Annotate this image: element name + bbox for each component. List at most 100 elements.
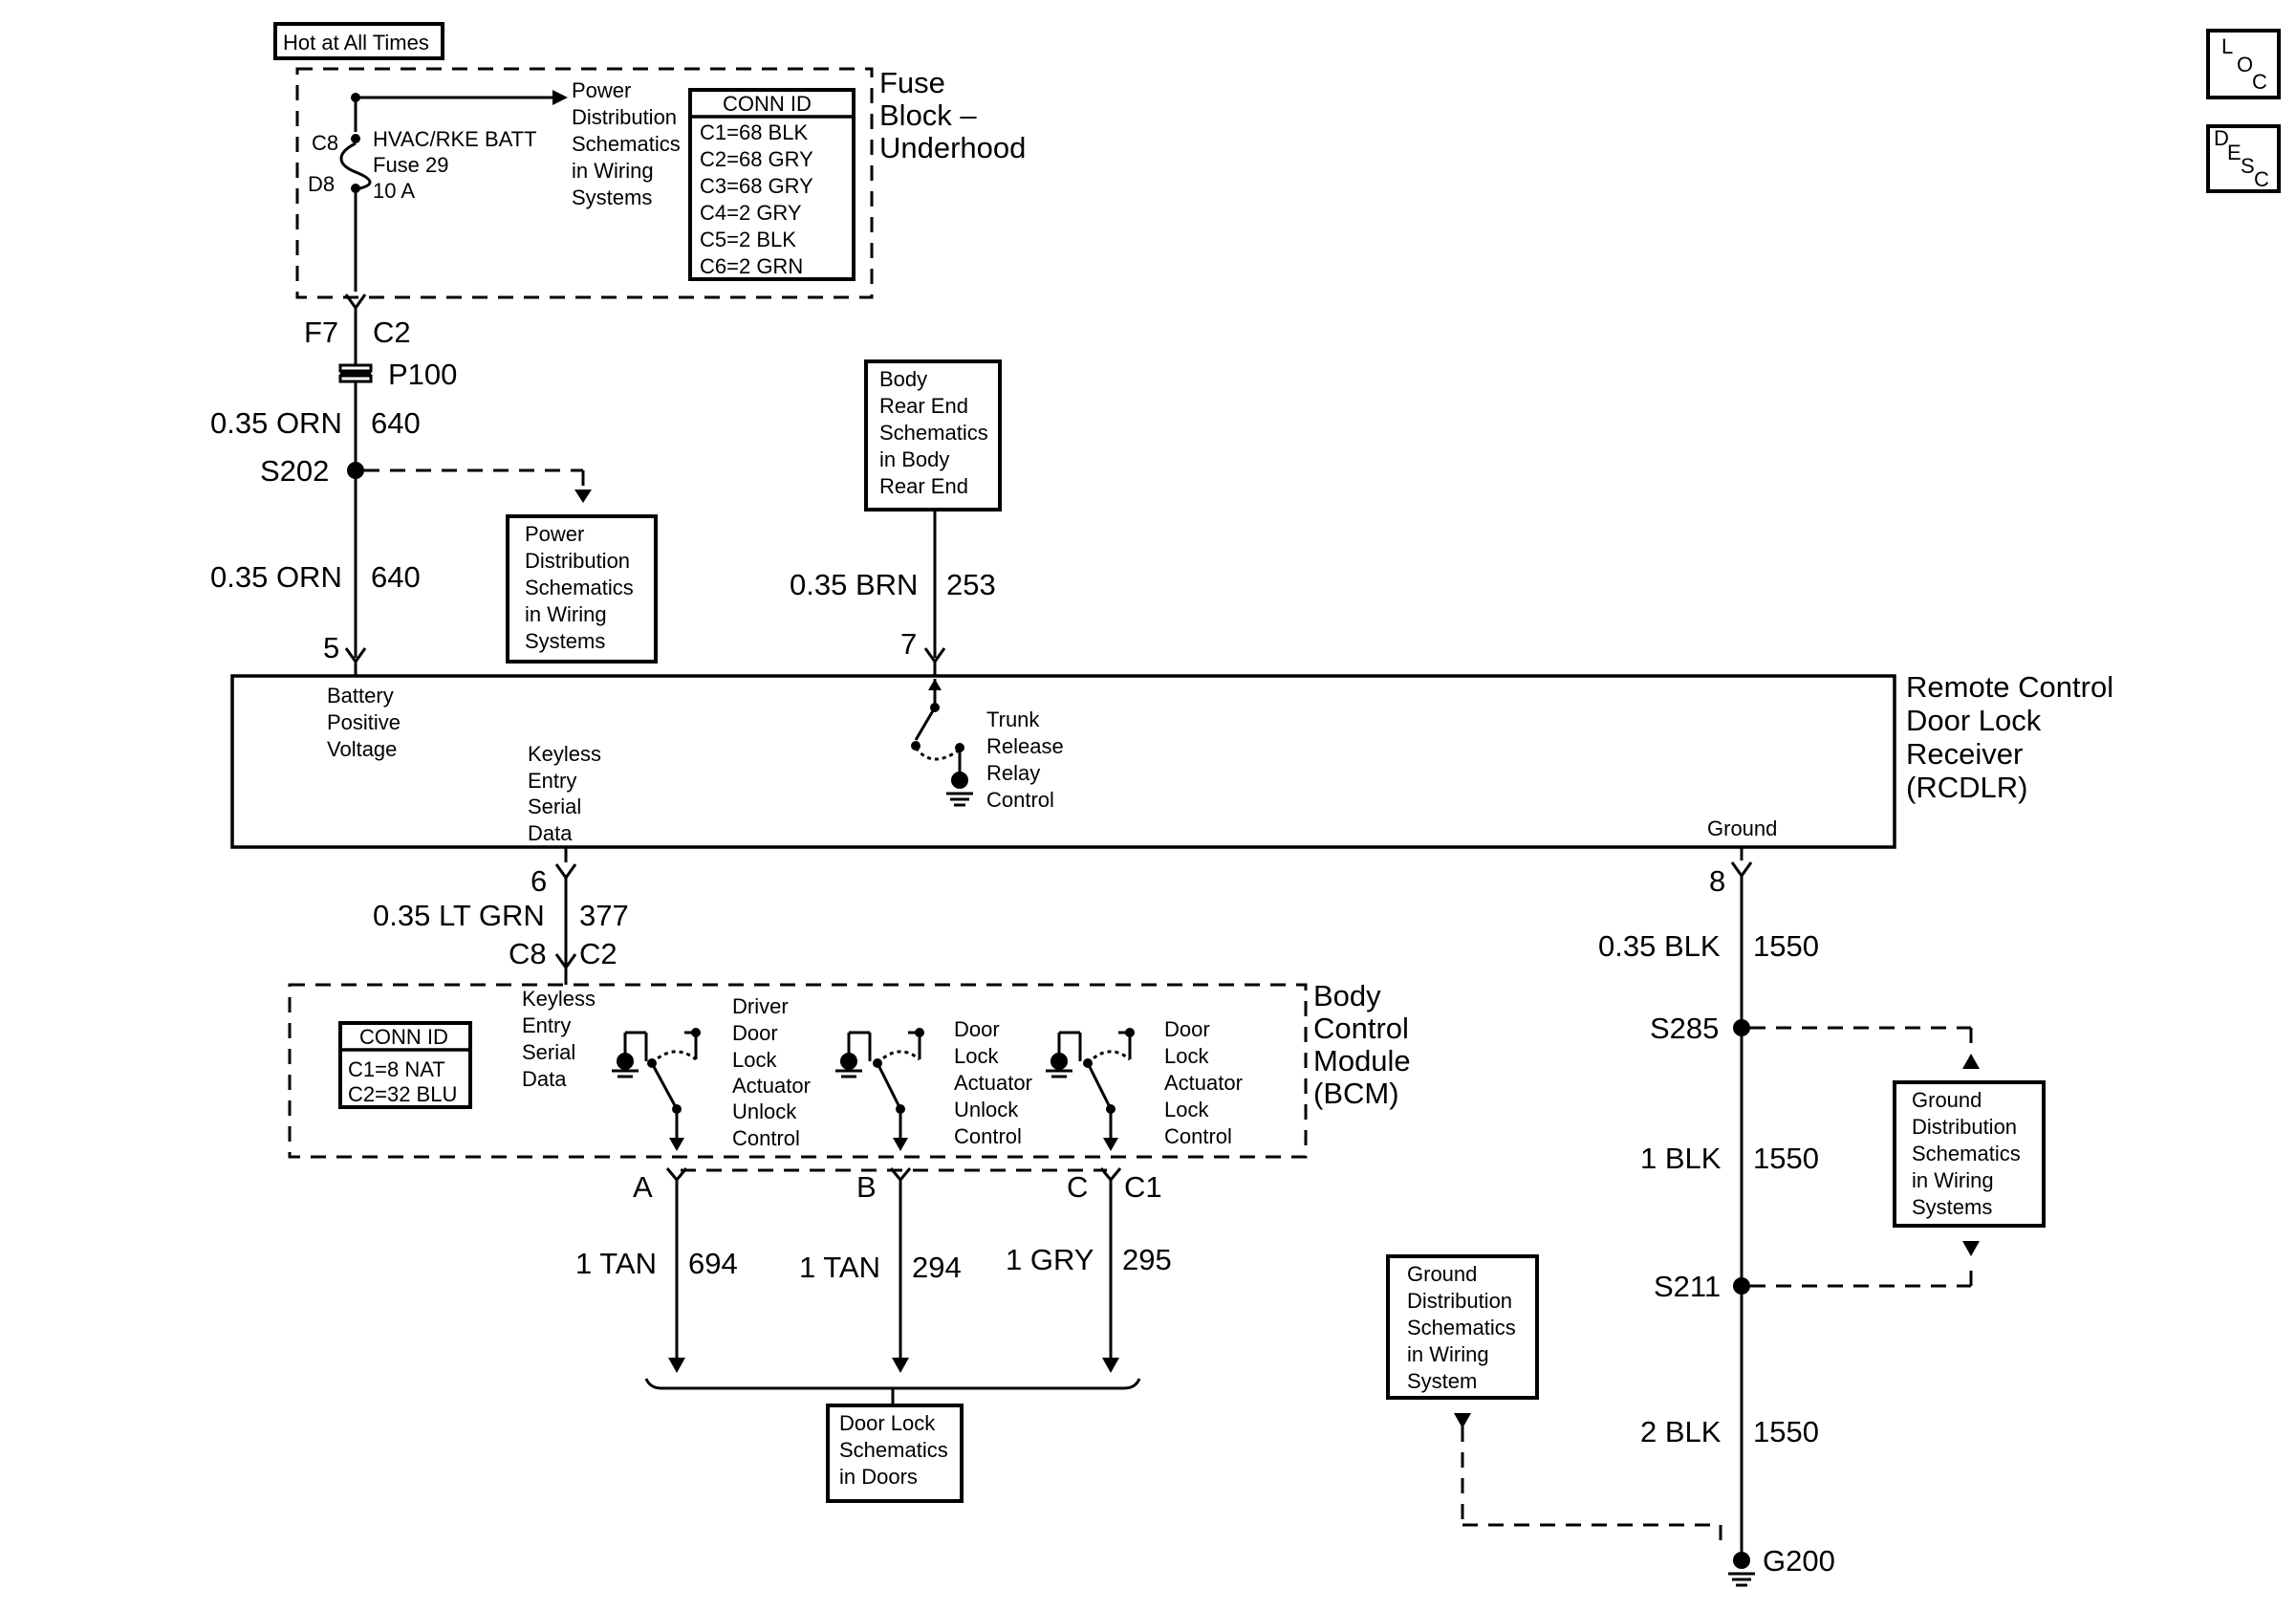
svg-text:Body: Body [879, 367, 927, 391]
svg-text:C1=8 NAT: C1=8 NAT [348, 1057, 445, 1081]
bcm-pin-b: B [856, 1170, 877, 1204]
svg-text:Actuator: Actuator [732, 1074, 811, 1098]
bcm-title-1: Body [1313, 979, 1381, 1012]
svg-text:Ground: Ground [1407, 1262, 1477, 1286]
svg-text:Distribution: Distribution [1407, 1289, 1512, 1313]
driver-unlock-switch [612, 1028, 701, 1151]
svg-text:Schematics: Schematics [572, 132, 681, 156]
svg-text:Door: Door [954, 1017, 1000, 1041]
serial-circuit-377: 6 0.35 LT GRN 377 C8 C2 [373, 847, 629, 985]
output-circuits: A B C C1 1 TAN 694 1 TAN 294 1 GRY 295 [575, 1167, 1172, 1405]
unlock-switch [835, 1028, 924, 1151]
fuse-pin-in: C8 [312, 131, 338, 155]
ground-g200: G200 [1763, 1544, 1835, 1578]
svg-text:Door: Door [732, 1021, 778, 1045]
lock-switch [1046, 1028, 1135, 1151]
loc-button[interactable]: L O C [2206, 29, 2281, 99]
svg-text:Lock: Lock [732, 1048, 777, 1072]
svg-text:Lock: Lock [1164, 1044, 1209, 1068]
rcdlr-pin-5: 5 [323, 631, 339, 664]
svg-text:C: C [2254, 167, 2269, 191]
splice-s211: S211 [1654, 1270, 1721, 1303]
door-lock-ref-box[interactable]: Door Lock Schematics in Doors [826, 1404, 964, 1503]
svg-text:in Wiring: in Wiring [1912, 1168, 1994, 1192]
svg-text:Data: Data [528, 821, 573, 845]
bcm-conn-c8: C8 [509, 937, 547, 970]
body-rear-end-ref-box[interactable]: Body Rear End Schematics in Body Rear En… [864, 359, 1002, 512]
svg-text:Actuator: Actuator [954, 1071, 1032, 1095]
bcm-pin-a: A [633, 1170, 653, 1204]
rcdlr-title-1: Remote Control [1906, 670, 2113, 704]
wire-640-color-1: 0.35 ORN [210, 406, 342, 440]
wire-294-color: 1 TAN [799, 1251, 880, 1284]
ground-distribution-ref-box-right[interactable]: Ground Distribution Schematics in Wiring… [1893, 1080, 2046, 1228]
bcm-title-4: (BCM) [1313, 1077, 1399, 1110]
fuse-block-title-3: Underhood [879, 131, 1026, 164]
fuse-block-underhood: Fuse Block – Underhood C8 D8 HVAC/RKE BA… [295, 66, 1026, 299]
svg-text:Ground: Ground [1912, 1088, 1982, 1112]
wire-1550-num-3: 1550 [1753, 1415, 1819, 1448]
splice-s285: S285 [1650, 1012, 1719, 1045]
desc-button[interactable]: D E S C [2206, 124, 2281, 193]
svg-text:Positive: Positive [327, 710, 401, 734]
ground-distribution-ref-box-left[interactable]: Ground Distribution Schematics in Wiring… [1386, 1254, 1539, 1400]
svg-text:Distribution: Distribution [572, 105, 677, 129]
svg-text:Driver: Driver [732, 994, 789, 1018]
wire-640-color-2: 0.35 ORN [210, 560, 342, 594]
rcdlr-pin-7: 7 [900, 627, 917, 661]
svg-text:Lock: Lock [954, 1044, 999, 1068]
wire-294-num: 294 [912, 1251, 962, 1284]
svg-text:E: E [2227, 141, 2242, 164]
svg-text:Control: Control [1164, 1124, 1232, 1148]
wire-694-num: 694 [688, 1247, 738, 1280]
conn-f7: F7 [304, 316, 338, 349]
fuse-label-3: 10 A [373, 179, 415, 203]
svg-text:C6=2 GRN: C6=2 GRN [700, 254, 803, 278]
rcdlr-title-2: Door Lock [1906, 704, 2042, 737]
trunk-relay-switch [911, 679, 973, 807]
svg-text:Systems: Systems [525, 629, 605, 653]
wire-295-color: 1 GRY [1006, 1243, 1094, 1276]
svg-text:Data: Data [522, 1067, 567, 1091]
wire-377-num: 377 [579, 899, 629, 932]
wire-640-num-1: 640 [371, 406, 421, 440]
svg-text:Door Lock: Door Lock [839, 1411, 936, 1435]
fuse-label-2: Fuse 29 [373, 153, 449, 177]
power-distribution-ref-box[interactable]: Power Distribution Schematics in Wiring … [506, 514, 658, 664]
svg-text:Schematics: Schematics [1407, 1316, 1516, 1339]
feed-circuit-640: F7 C2 P100 0.35 ORN 640 S202 0.35 ORN 64… [210, 294, 592, 675]
wire-1550-num-2: 1550 [1753, 1142, 1819, 1175]
trunk-circuit-253: 0.35 BRN 253 7 [790, 510, 996, 675]
rcdlr-pin-8: 8 [1709, 864, 1725, 898]
svg-text:Distribution: Distribution [1912, 1115, 2017, 1139]
wire-694-color: 1 TAN [575, 1247, 657, 1280]
svg-text:Keyless: Keyless [528, 742, 601, 766]
svg-text:Release: Release [986, 734, 1064, 758]
svg-text:Entry: Entry [522, 1013, 571, 1037]
svg-text:Unlock: Unlock [732, 1099, 797, 1123]
svg-text:in Wiring: in Wiring [1407, 1342, 1489, 1366]
svg-text:C: C [2252, 70, 2267, 94]
splice-s202: S202 [260, 454, 329, 488]
svg-text:Control: Control [732, 1126, 800, 1150]
wire-377-color: 0.35 LT GRN [373, 899, 545, 932]
svg-text:Serial: Serial [522, 1040, 575, 1064]
fuse-label-1: HVAC/RKE BATT [373, 127, 537, 151]
rcdlr-ground-label: Ground [1707, 816, 1777, 840]
svg-text:D: D [2214, 126, 2229, 150]
bcm-conn-id-table: CONN ID C1=8 NAT C2=32 BLU [338, 1021, 472, 1109]
fuse-block-title-2: Block – [879, 98, 977, 132]
svg-text:in Body: in Body [879, 447, 949, 471]
rcdlr-module: Remote Control Door Lock Receiver (RCDLR… [230, 670, 2113, 849]
svg-text:Lock: Lock [1164, 1098, 1209, 1121]
bcm-conn-c2: C2 [579, 937, 617, 970]
wire-1550-color-1: 0.35 BLK [1598, 929, 1721, 963]
svg-text:Schematics: Schematics [879, 421, 988, 445]
svg-text:Control: Control [954, 1124, 1022, 1148]
svg-text:CONN ID: CONN ID [723, 92, 812, 116]
wire-253-num: 253 [946, 568, 996, 601]
svg-text:Schematics: Schematics [1912, 1142, 2021, 1165]
svg-text:Power: Power [525, 522, 584, 546]
wire-1550-color-3: 2 BLK [1640, 1415, 1722, 1448]
